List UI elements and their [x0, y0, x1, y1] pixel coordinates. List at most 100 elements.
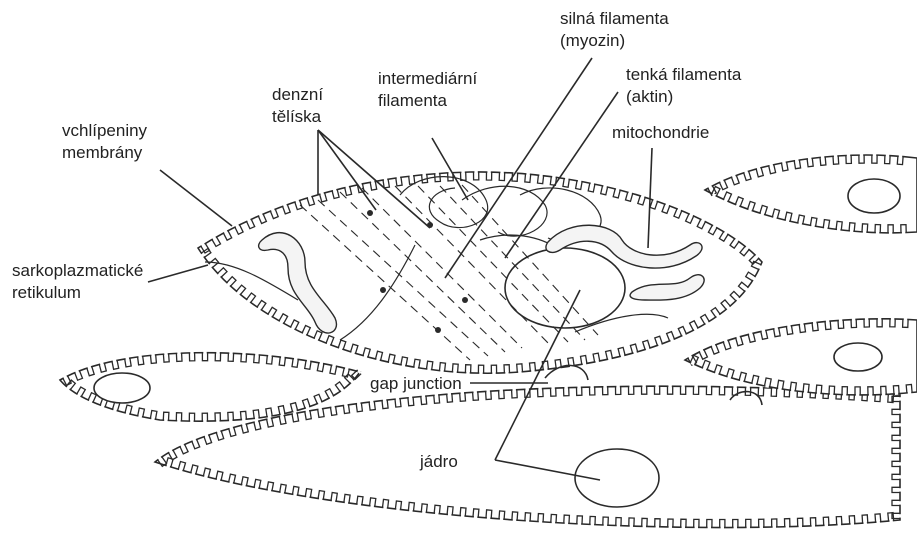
label-silna-filamenta-line1: silná filamenta	[560, 9, 669, 28]
membrane-notch-opening	[224, 231, 227, 233]
membrane-notch-opening	[101, 405, 104, 406]
membrane-notch-opening	[247, 220, 250, 221]
membrane-notch-opening	[169, 451, 172, 453]
membrane-notch-opening	[727, 307, 730, 309]
membrane-notch-opening	[126, 413, 129, 414]
membrane-notch-opening	[237, 292, 240, 294]
membrane-notch-opening	[333, 190, 336, 191]
membrane-notch-opening	[100, 363, 103, 364]
membrane-notch-opening	[64, 376, 67, 378]
membrane-notch-opening	[775, 328, 778, 329]
membrane-notch-opening	[397, 177, 400, 178]
membrane-notch-opening	[291, 327, 294, 329]
membrane-notch-opening	[268, 418, 271, 419]
membrane-notch-opening	[330, 396, 333, 398]
membrane-notch-opening	[596, 361, 599, 362]
membrane-notch-opening	[293, 411, 296, 412]
membrane-notch-opening	[78, 394, 81, 396]
membrane-notch-opening	[658, 344, 661, 345]
membrane-notch-opening	[139, 356, 142, 357]
label-denzni-teliska-line1: denzní	[272, 85, 323, 104]
membrane-notch-opening	[307, 361, 310, 362]
membrane-notch-opening	[737, 337, 740, 338]
membrane-notch-opening	[713, 194, 716, 196]
membrane-notch-opening	[181, 445, 184, 447]
membrane-notch-opening	[76, 371, 79, 372]
label-sarkoplazmaticke: sarkoplazmatické retikulum	[12, 261, 148, 302]
membrane-notch-opening	[294, 359, 297, 360]
membrane-notch-opening	[113, 410, 116, 411]
membrane-notch-opening	[202, 254, 204, 257]
membrane-notch-opening	[351, 352, 354, 353]
membrane-notch-opening	[192, 473, 195, 474]
membrane-notch-opening	[339, 348, 342, 349]
membrane-notch-opening	[306, 497, 309, 498]
membrane-notch-opening	[646, 348, 649, 349]
membrane-notch-opening	[700, 350, 703, 351]
membrane-notch-opening	[242, 485, 245, 486]
membrane-notch-opening	[217, 431, 220, 432]
nucleus-left	[94, 373, 150, 403]
membrane-notch-opening	[761, 213, 764, 214]
membrane-notch-opening	[331, 407, 334, 408]
membrane-notch-opening	[724, 200, 727, 201]
membrane-notch-opening	[712, 345, 715, 346]
label-denzni-teliska-line2: tělíska	[272, 107, 322, 126]
leader-vchlipeniny	[160, 170, 232, 226]
membrane-notch-opening	[242, 424, 245, 425]
membrane-notch-opening	[787, 326, 790, 327]
membrane-notch-opening	[666, 204, 669, 205]
membrane-notch-opening	[762, 331, 765, 332]
membrane-notch-opening	[306, 407, 309, 408]
membrane-notch-opening	[247, 300, 250, 302]
membrane-notch-opening	[280, 321, 283, 323]
membrane-notch-opening	[732, 176, 735, 177]
membrane-notch-opening	[415, 367, 418, 368]
membrane-notch-opening	[320, 363, 323, 364]
muscle-cells	[60, 155, 917, 527]
membrane-notch-opening	[653, 200, 656, 201]
membrane-notch-opening	[578, 181, 581, 182]
membrane-notch-opening	[603, 186, 606, 187]
membrane-notch-opening	[621, 355, 624, 356]
dense-body	[367, 210, 373, 216]
label-intermediarni: intermediární filamenta	[378, 69, 482, 110]
membrane-notch-opening	[319, 409, 322, 410]
label-tenka-filamenta: tenká filamenta (aktin)	[626, 65, 746, 106]
membrane-notch-opening	[389, 362, 392, 363]
membrane-notch-opening	[799, 223, 802, 224]
membrane-notch-opening	[202, 244, 205, 246]
leader-sarkoplazmaticke	[148, 265, 208, 282]
membrane-notch-opening	[759, 266, 760, 269]
membrane-notch-opening	[315, 339, 318, 340]
membrane-notch-opening	[702, 220, 705, 222]
membrane-notch-opening	[641, 196, 644, 197]
membrane-notch-opening	[179, 469, 182, 470]
membrane-notch-opening	[694, 328, 697, 330]
membrane-notch-opening	[778, 388, 781, 389]
membrane-notch-opening	[293, 413, 296, 414]
membrane-notch-opening	[728, 377, 731, 378]
nucleus-right-mid	[834, 343, 882, 371]
membrane-notch-opening	[370, 402, 373, 403]
membrane-notch-opening	[230, 428, 233, 429]
label-silna-filamenta: silná filamenta (myozin)	[560, 9, 673, 50]
membrane-notch-opening	[745, 172, 748, 173]
membrane-notch-opening	[720, 181, 723, 182]
membrane-notch-opening	[293, 495, 296, 496]
membrane-notch-opening	[358, 504, 361, 505]
label-gap-junction-line1: gap junction	[370, 374, 462, 393]
nucleus-main	[505, 248, 625, 328]
membrane-notch-opening	[351, 380, 353, 382]
membrane-notch-opening	[786, 220, 789, 221]
label-gap-junction: gap junction	[370, 374, 462, 393]
label-tenka-filamenta-line2: (aktin)	[626, 87, 673, 106]
membrane-notch-opening	[749, 209, 752, 210]
membrane-notch-opening	[271, 210, 274, 211]
membrane-notch-opening	[346, 187, 349, 188]
membrane-notch-opening	[715, 373, 718, 374]
membrane-notch-opening	[259, 214, 262, 215]
membrane-notch-opening	[126, 358, 129, 359]
membrane-notch-opening	[341, 389, 344, 391]
membrane-notch-opening	[671, 339, 674, 340]
